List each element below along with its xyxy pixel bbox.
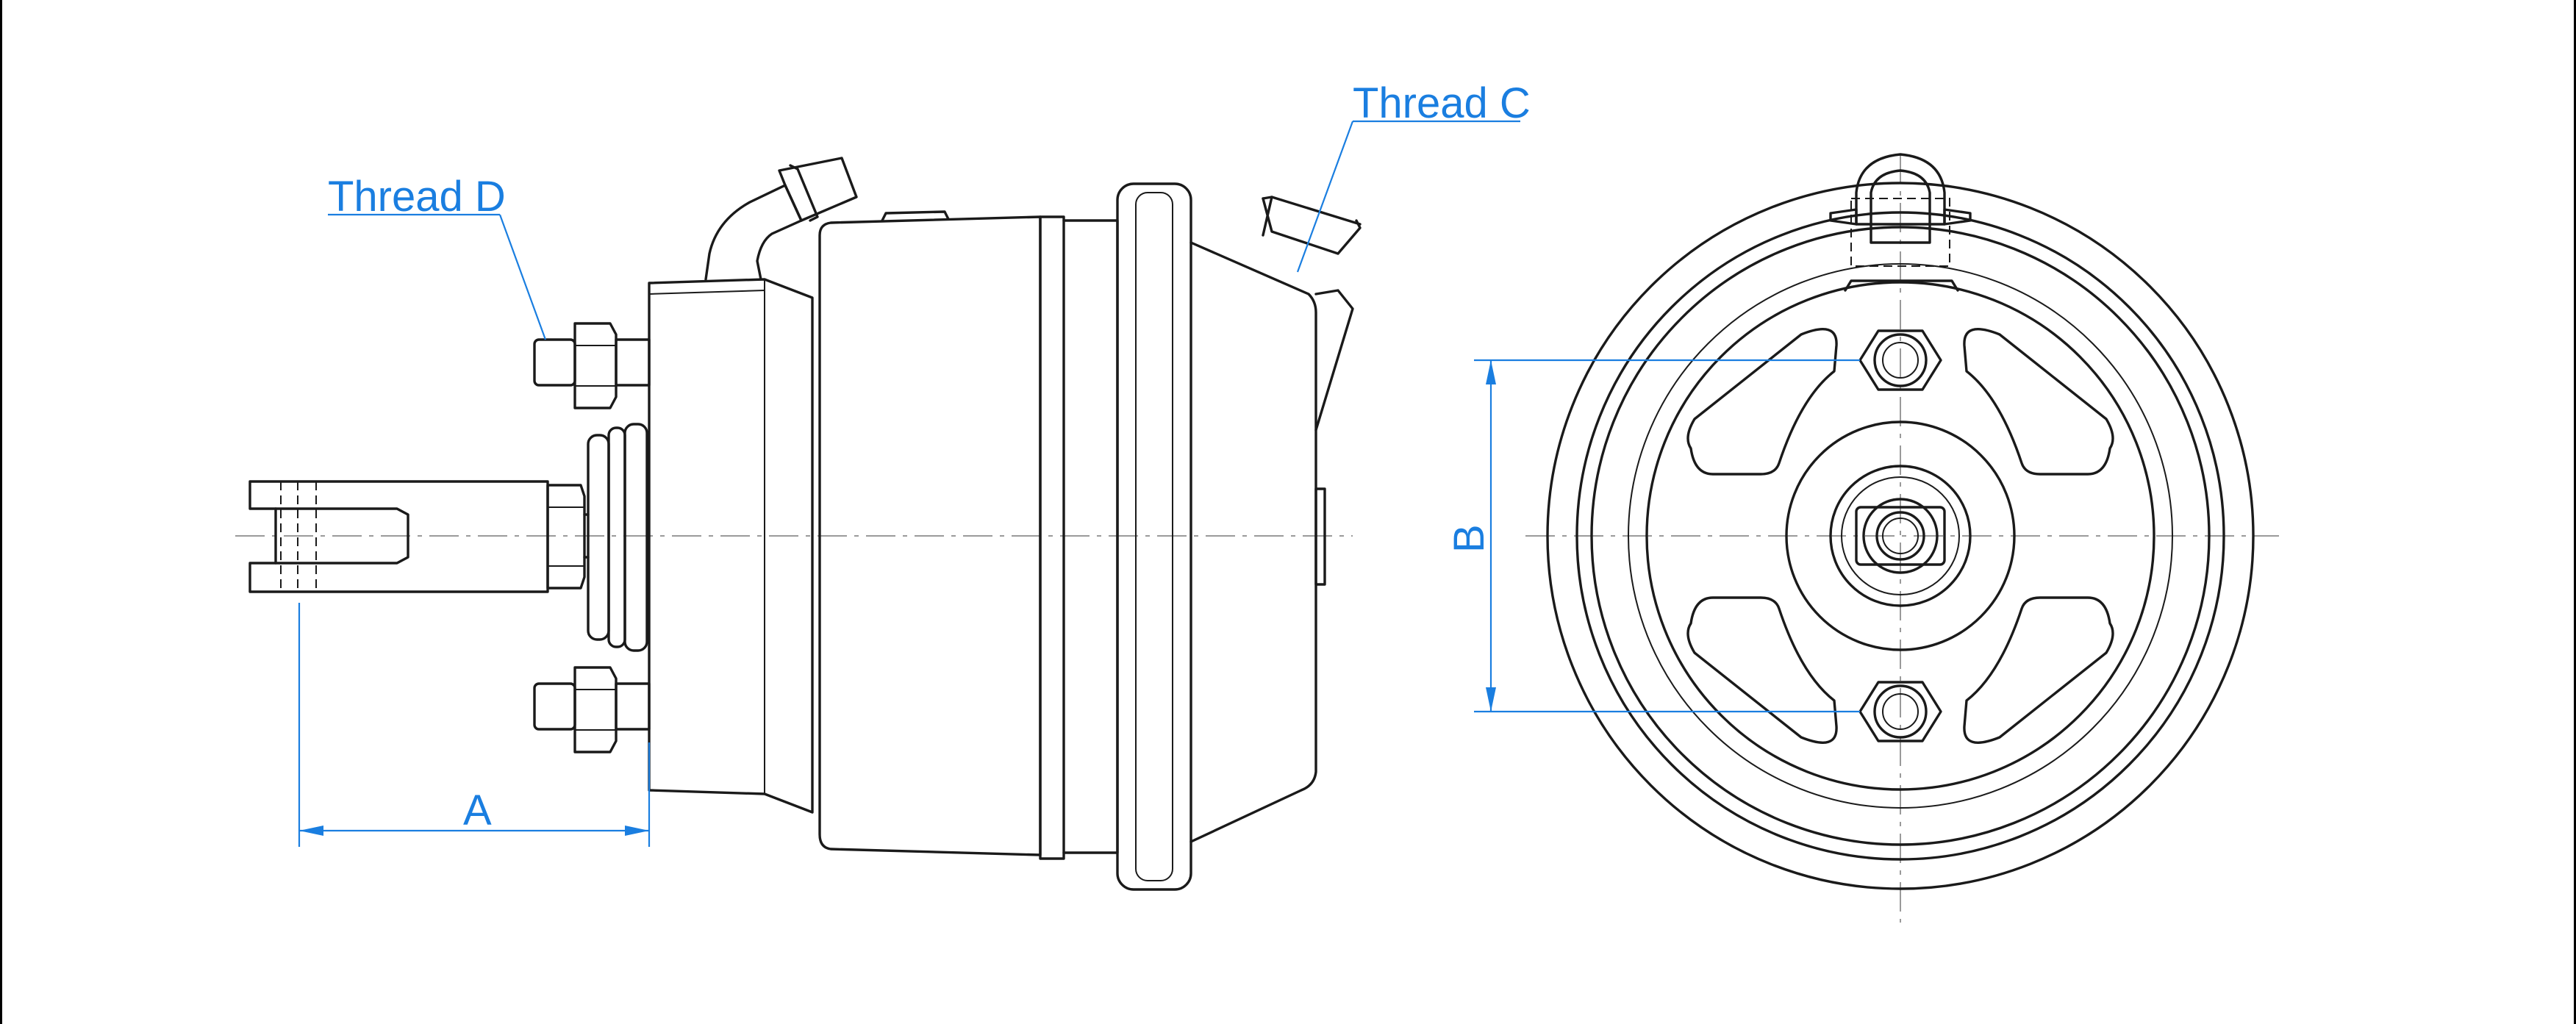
- dimension-b-label: B: [1445, 524, 1493, 553]
- top-port-fitting: [1829, 153, 1972, 267]
- upper-mounting-stud: [533, 322, 651, 409]
- lower-mounting-stud: [533, 666, 651, 753]
- elbow-port-fitting: [704, 157, 858, 281]
- dust-boot: [587, 423, 648, 652]
- dimension-a-label: A: [463, 787, 492, 834]
- clamp-ring: [1116, 182, 1192, 891]
- top-bracket: [1844, 279, 1959, 292]
- mounting-flange: [648, 278, 814, 814]
- housing-windows: [1686, 328, 2114, 744]
- straight-port-fitting: [1262, 196, 1362, 255]
- thread-c-callout: Thread C: [1296, 79, 1531, 273]
- rear-housing: [1189, 241, 1354, 843]
- thread-c-label: Thread C: [1353, 79, 1531, 127]
- dimension-a: A: [298, 603, 651, 847]
- thread-d-callout: Thread D: [328, 173, 547, 340]
- outer-rings: [1546, 182, 2255, 890]
- thread-d-label: Thread D: [328, 173, 506, 221]
- center-hub: [1785, 420, 2016, 651]
- dimension-b: B: [1445, 359, 1860, 713]
- side-view: Thread D Thread C A: [235, 79, 1531, 891]
- front-view: B: [1445, 153, 2279, 923]
- rod-lock-nut: [546, 484, 586, 590]
